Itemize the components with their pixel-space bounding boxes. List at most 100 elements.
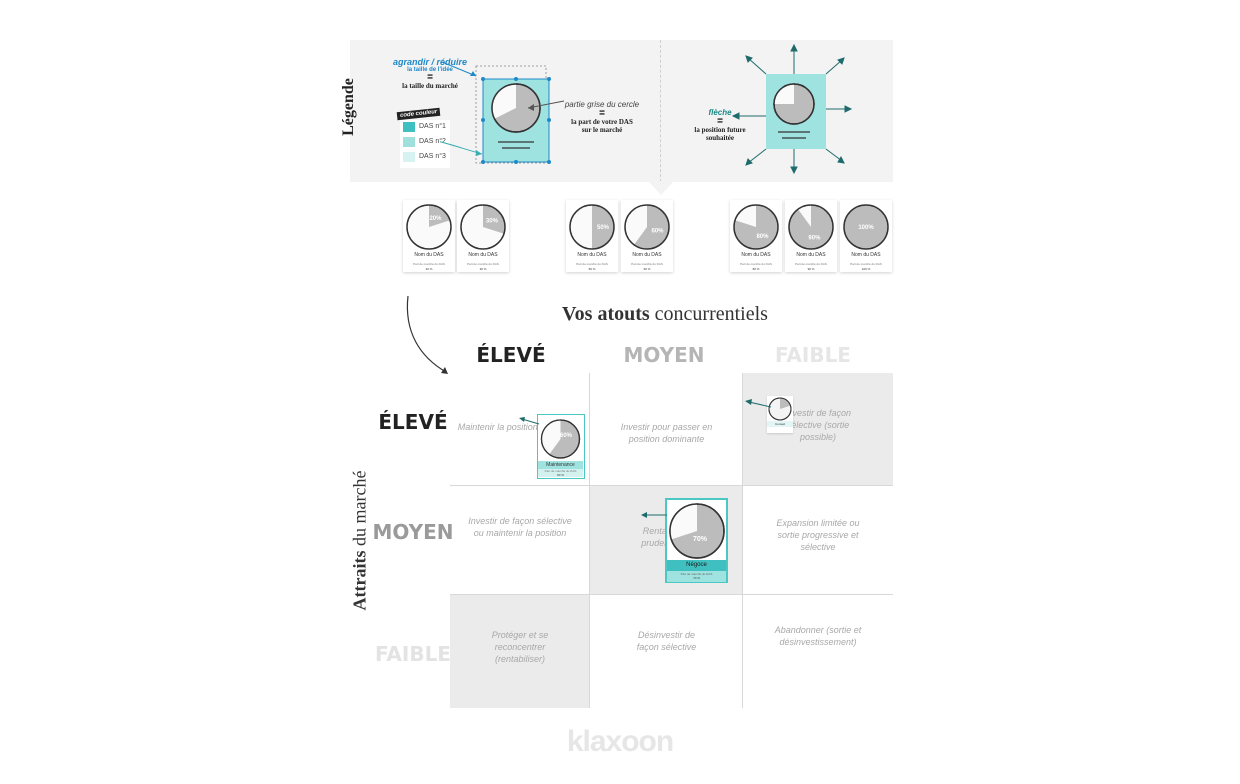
mini-card-pct: 60 %: [643, 267, 651, 271]
arrow-explanation: flèche = la position future souhaitée: [682, 108, 758, 142]
mini-pie-label: 60%: [651, 228, 664, 234]
mini-card-name: Nom du DAS: [468, 252, 498, 258]
maintenance-pie: [540, 419, 581, 459]
mini-card-pct: 100 %: [861, 267, 871, 271]
matrix-side-title-bold: Attraits: [349, 550, 370, 611]
mini-card-sub: Part de marché du DAS: [850, 262, 882, 266]
mini-pie: 50%: [569, 204, 615, 250]
cell-text-low-low: Abandonner (sortie et désinvestissement): [774, 625, 862, 647]
negoce-arrow: [641, 512, 667, 518]
cell-low-low: Abandonner (sortie et désinvestissement): [743, 594, 893, 708]
das-card-conseil[interactable]: Conseil: [767, 396, 793, 433]
column-header-high: ÉLEVÉ: [476, 343, 546, 367]
direction-arrows: [731, 43, 853, 175]
cell-high-medium: Investir pour passer en position dominan…: [590, 373, 743, 485]
mini-card-sub: Part de marché du DAS: [413, 262, 445, 266]
mini-card-name: Nom du DAS: [577, 252, 607, 258]
maintenance-sub: Part de marché du DAS: [544, 469, 577, 473]
matrix-side-title: Attraits du marché: [350, 441, 371, 641]
das-card-maintenance[interactable]: 60% Maintenance Part de marché du DAS 60…: [537, 414, 585, 479]
column-header-low: FAIBLE: [775, 343, 851, 367]
conseil-arrow: [745, 399, 772, 408]
arrow-equals: =: [717, 116, 723, 127]
mini-pie-label: 20%: [429, 216, 442, 222]
mini-pie-label: 50%: [597, 225, 610, 231]
mini-pie-share: [429, 205, 450, 227]
das-swatch-1: [403, 122, 415, 132]
grey-part-explanation: partie grise du cercle = la part de votr…: [556, 100, 648, 134]
matrix-side-title-rest: du marché: [349, 470, 370, 551]
cell-text-medium-high: Investir de façon sélective ou maintenir…: [468, 516, 572, 538]
negoce-footer: Part de marché du DAS 70 %: [667, 571, 726, 582]
mini-pie: 90%: [788, 204, 834, 250]
mini-card-pct: 30 %: [479, 267, 487, 271]
mini-card-name: Nom du DAS: [414, 252, 444, 258]
maintenance-footer: Part de marché du DAS 60 %: [538, 469, 583, 477]
mini-card-name: Nom du DAS: [851, 252, 881, 258]
legend-divider: [660, 40, 661, 182]
selection-handles: [481, 77, 551, 164]
resize-subtitle: la taille de l'idée: [407, 67, 453, 73]
mini-pie: 60%: [624, 204, 670, 250]
grid-line-h2: [450, 594, 893, 595]
mini-card-name: Nom du DAS: [741, 252, 771, 258]
mini-pie-label: 30%: [486, 219, 499, 225]
das-card-negoce[interactable]: 70% Négoce Part de marché du DAS 70 %: [665, 498, 728, 583]
mini-card-pct: 80 %: [752, 267, 760, 271]
negoce-name: Négoce: [667, 560, 726, 571]
mini-card-sub: Part de marché du DAS: [631, 262, 663, 266]
grey-part-meaning-1: la part de votre DAS: [571, 118, 633, 126]
arrow-meaning-1: la position future: [694, 126, 746, 134]
mini-pie-label: 90%: [808, 235, 821, 241]
matrix-top-title: Vos atouts concurrentiels: [540, 303, 790, 326]
maintenance-pct-small: 60 %: [557, 473, 564, 477]
legend-arrows-card: [731, 43, 853, 175]
mini-card-pct: 90 %: [807, 267, 815, 271]
cell-text-high-low: Investir de façon sélective (sortie poss…: [784, 408, 852, 442]
negoce-sub: Part de marché du DAS: [680, 572, 713, 576]
maintenance-pct: 60%: [560, 433, 573, 439]
curved-arrow: [406, 295, 448, 374]
mini-pie-share: [734, 205, 778, 249]
arrow-title: flèche: [708, 108, 732, 117]
grid-line-h1: [450, 485, 893, 486]
mini-card-name: Nom du DAS: [796, 252, 826, 258]
mini-card-sub: Part de marché du DAS: [576, 262, 608, 266]
mini-card-pct: 50 %: [588, 267, 596, 271]
mini-pie-share: [634, 205, 669, 249]
negoce-pie: [669, 503, 725, 559]
cell-text-high-high: Maintenir la position dominante: [457, 422, 583, 432]
matrix-top-title-bold: Vos atouts: [562, 303, 650, 325]
mini-card-name: Nom du DAS: [632, 252, 662, 258]
das-label-1: DAS n°1: [419, 123, 446, 130]
grid-line-v2: [742, 373, 743, 708]
maintenance-name: Maintenance: [538, 461, 583, 469]
grey-part-meaning-2: sur le marché: [581, 126, 623, 134]
dashed-resize-frame: [475, 65, 547, 164]
cell-text-medium-low: Expansion limitée ou sortie progressive …: [776, 518, 860, 552]
mini-card-pct: 20 %: [425, 267, 433, 271]
cell-low-medium: Désinvestir de façon sélective: [590, 594, 743, 708]
negoce-pct: 70%: [693, 536, 708, 543]
cell-text-low-high: Protéger et se reconcentrer (rentabilise…: [491, 630, 549, 664]
das-swatch-2: [403, 137, 415, 147]
cell-text-high-medium: Investir pour passer en position dominan…: [620, 422, 713, 444]
mini-pie-share: [483, 205, 505, 234]
resize-title: agrandir / réduire: [392, 57, 468, 67]
cell-medium-low: Expansion limitée ou sortie progressive …: [743, 485, 893, 594]
negoce-pct-small: 70 %: [693, 576, 700, 580]
mini-pie-label: 100%: [858, 225, 874, 231]
row-header-medium: MOYEN: [372, 520, 454, 544]
das-label-2: DAS n°2: [419, 138, 446, 145]
maintenance-arrow: [519, 417, 540, 425]
resize-meaning: la taille du marché: [402, 82, 458, 90]
cell-text-low-medium: Désinvestir de façon sélective: [636, 630, 697, 652]
cell-high-low: Investir de façon sélective (sortie poss…: [743, 373, 893, 485]
